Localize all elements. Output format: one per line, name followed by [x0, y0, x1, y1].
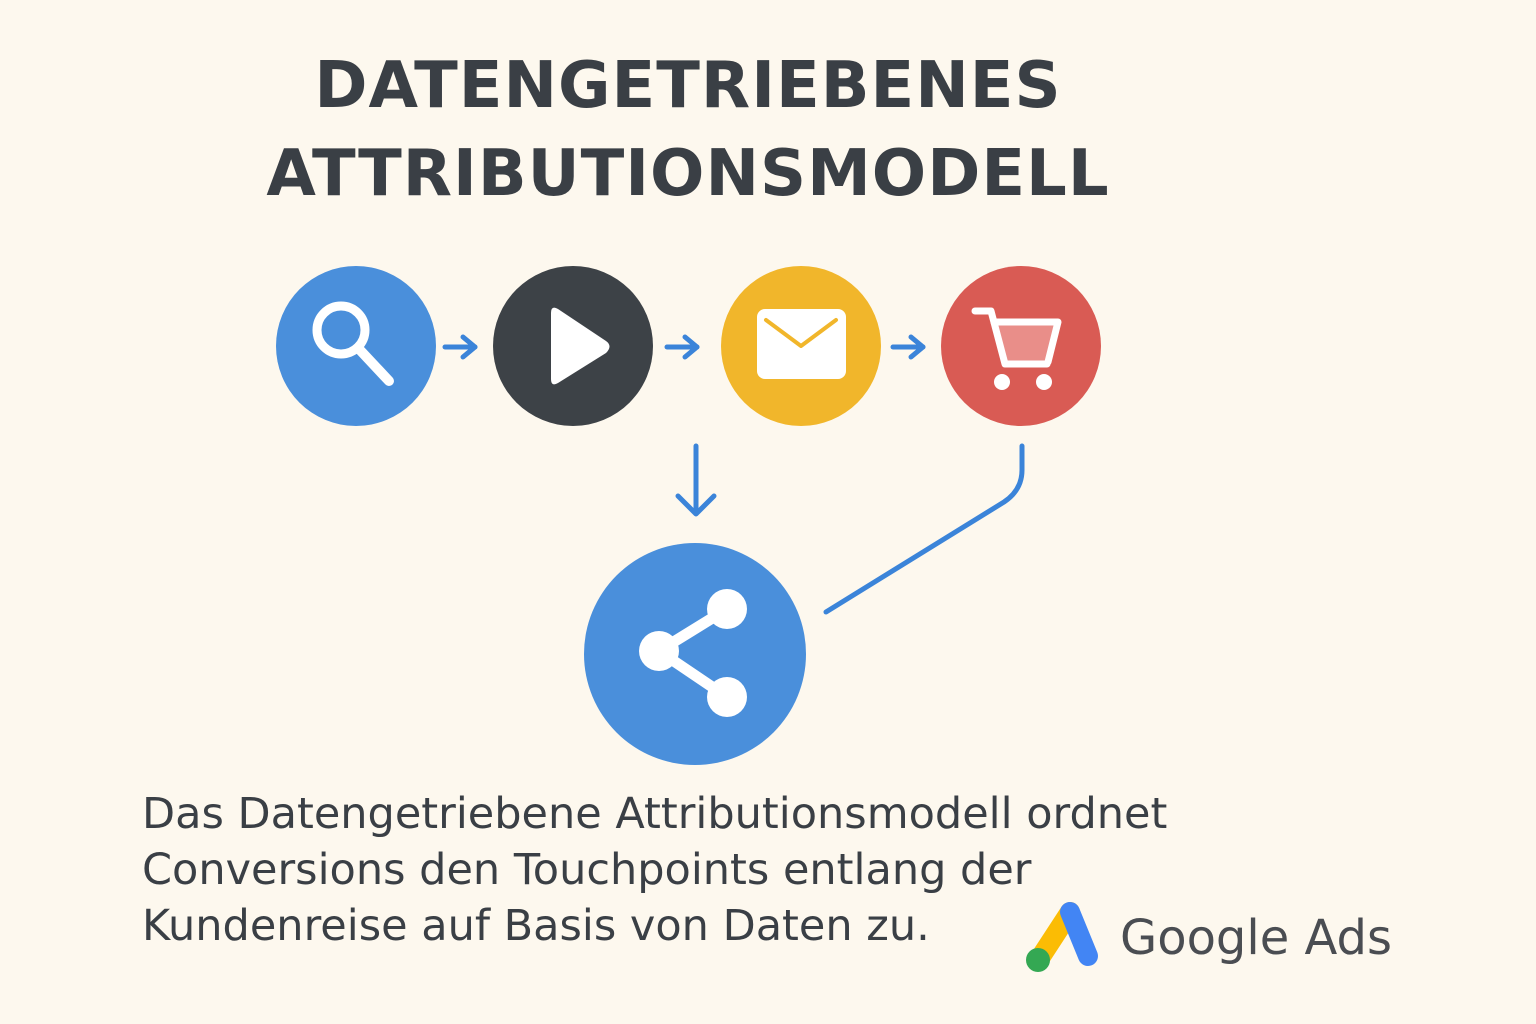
share-icon — [639, 589, 747, 717]
attribution-hub — [584, 543, 806, 765]
title-line-1: DATENGETRIEBENES — [314, 49, 1062, 123]
google-ads-logo-icon — [1026, 902, 1098, 972]
touchpoint-search — [276, 266, 436, 426]
mail-icon — [757, 309, 846, 379]
touchpoint-cart — [941, 266, 1101, 426]
description-line-1: Das Datengetriebene Attributionsmodell o… — [142, 789, 1168, 839]
title-line-2: ATTRIBUTIONSMODELL — [266, 137, 1110, 211]
google-ads-wordmark: Google Ads — [1120, 910, 1392, 966]
flow-arrow-search-to-video — [442, 334, 478, 360]
connector-cart-to-hub — [823, 443, 1025, 615]
page-title: DATENGETRIEBENES ATTRIBUTIONSMODELL — [0, 42, 1376, 218]
touchpoint-video — [493, 266, 653, 426]
search-icon — [312, 301, 394, 386]
description-line-2: Conversions den Touchpoints entlang der — [142, 845, 1032, 895]
flow-arrow-video-to-email — [664, 334, 700, 360]
attribution-hub-circle — [584, 543, 806, 765]
description-line-3: Kundenreise auf Basis von Daten zu. — [142, 901, 930, 951]
play-icon — [551, 307, 610, 385]
touchpoint-email — [721, 266, 881, 426]
flow-arrow-down-to-hub — [675, 443, 717, 517]
description-text: Das Datengetriebene Attributionsmodell o… — [142, 786, 1202, 954]
cart-icon — [971, 307, 1062, 390]
google-ads-logo: Google Ads — [1024, 896, 1404, 978]
flow-arrow-email-to-cart — [890, 334, 926, 360]
